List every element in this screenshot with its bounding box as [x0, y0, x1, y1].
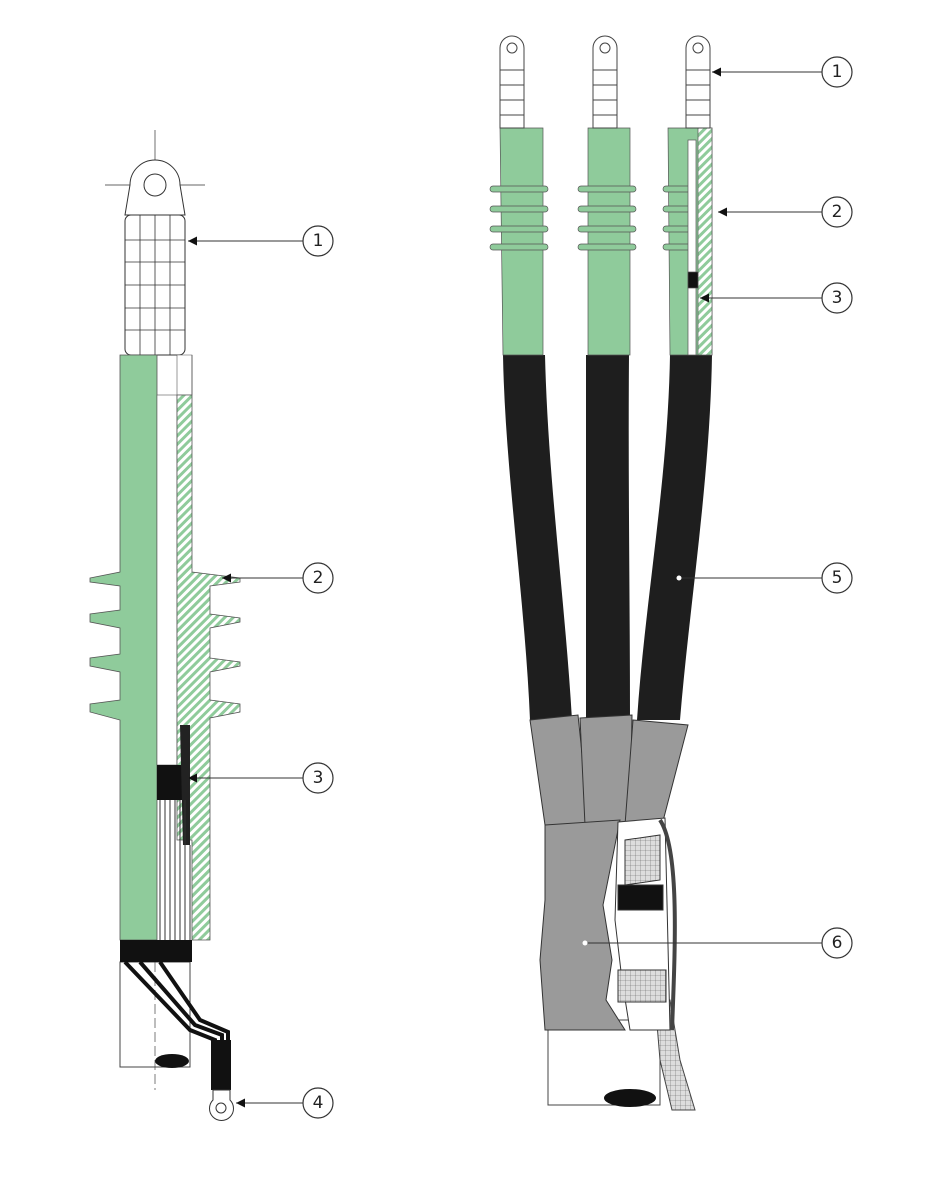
callout-5-label: 5	[832, 568, 843, 588]
cable-lug	[105, 130, 205, 356]
screen-wires	[159, 800, 191, 940]
right-callouts: 1 2 3 5 6	[582, 56, 853, 959]
callout-2-label: 2	[832, 202, 843, 222]
callout-1	[302, 225, 334, 257]
callout-3-label: 3	[313, 768, 324, 788]
callout-5	[821, 562, 853, 594]
callout-1-label: 1	[313, 231, 324, 251]
callout-2-label: 2	[313, 568, 324, 588]
ground-lug	[209, 1089, 234, 1121]
black-cores	[503, 355, 712, 720]
top-lugs	[499, 35, 711, 129]
callout-1	[821, 56, 853, 88]
green-insulators	[489, 127, 713, 356]
right-termination: 1 2 3 5 6	[489, 35, 853, 1111]
left-termination: 1 2 3 4	[89, 130, 334, 1121]
callout-4-label: 4	[313, 1093, 324, 1113]
callout-3	[821, 282, 853, 314]
callout-1-label: 1	[832, 62, 843, 82]
lower-cable	[547, 999, 696, 1111]
cable-end	[119, 940, 234, 1121]
callout-6-label: 6	[832, 933, 843, 953]
callout-3-label: 3	[832, 288, 843, 308]
callout-6	[821, 927, 853, 959]
left-callouts: 1 2 3 4	[188, 225, 334, 1119]
callout-2	[821, 196, 853, 228]
callout-3	[302, 762, 334, 794]
callout-2	[302, 562, 334, 594]
callout-4	[302, 1087, 334, 1119]
breakout-boot	[529, 714, 689, 1031]
insulator-body	[89, 354, 241, 941]
